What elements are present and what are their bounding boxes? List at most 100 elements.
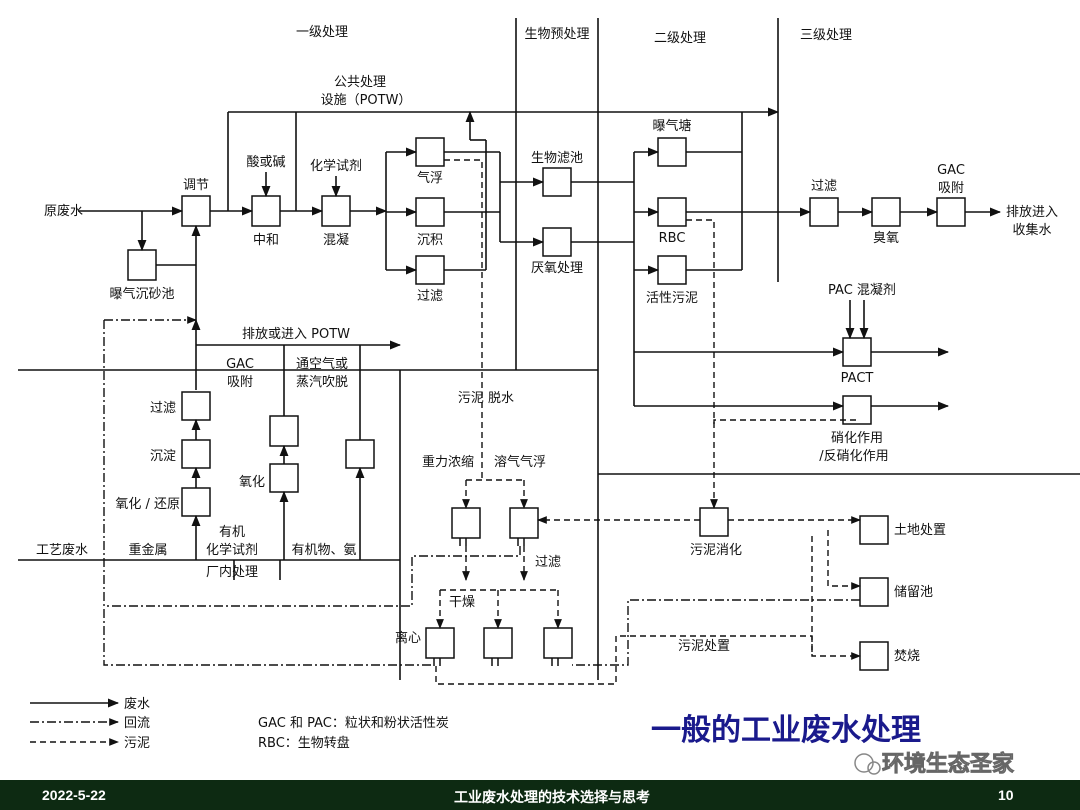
nitrification-label-2: /反硝化作用 — [819, 449, 888, 464]
sedimentation-label: 沉积 — [417, 233, 443, 248]
ozone-label: 臭氧 — [873, 231, 899, 246]
legend-recycle: 回流 — [124, 716, 150, 731]
gac-label-1: GAC — [226, 357, 254, 372]
oxidation-box — [269, 463, 299, 493]
diagram-labels: 一级处理 生物预处理 二级处理 三级处理 公共处理 设施（POTW） 原废水 调… — [36, 25, 1058, 751]
redox-box — [181, 487, 211, 517]
centrifuge1-box — [425, 627, 455, 659]
organic-label-2: 化学试剂 — [206, 542, 258, 558]
aeration-strip-label-1: 通空气或 — [296, 356, 348, 372]
equalization-box — [181, 195, 211, 227]
recycle-lines — [30, 316, 860, 726]
activated-sludge-label: 活性污泥 — [646, 291, 698, 306]
unit-boxes — [127, 137, 966, 671]
filtration-box — [415, 255, 445, 285]
process-wastewater-label: 工艺废水 — [36, 542, 88, 558]
equalization-label: 调节 — [183, 178, 209, 193]
discharge-potw-label: 排放或进入 POTW — [242, 327, 350, 342]
stage-secondary: 二级处理 — [654, 31, 706, 46]
main-title: 一般的工业废水处理 — [651, 713, 921, 748]
centrifuge3-box — [543, 627, 573, 659]
biofilter-box — [542, 167, 572, 197]
filter2-box — [181, 391, 211, 421]
gac-label-2: 吸附 — [227, 375, 253, 390]
biofilter-label: 生物滤池 — [531, 151, 583, 166]
storage-pond-label: 储留池 — [894, 585, 933, 600]
digestion-box — [699, 507, 729, 537]
in-plant-label: 厂内处理 — [206, 564, 258, 580]
sludge-disposal-label: 污泥处置 — [678, 639, 730, 654]
nitrification-box — [842, 395, 872, 425]
acid-base-label: 酸或碱 — [246, 155, 285, 170]
precipitation-box — [181, 439, 211, 469]
discharge-label-1: 排放进入 — [1006, 205, 1058, 220]
legend-sludge: 污泥 — [124, 736, 150, 751]
organic-label-1: 有机 — [219, 525, 245, 540]
neutralization-box — [251, 195, 281, 227]
stage-tertiary: 三级处理 — [800, 28, 852, 43]
chemical-reagent-label: 化学试剂 — [310, 158, 362, 174]
strip-box — [269, 415, 299, 447]
sedimentation-box — [415, 197, 445, 227]
raw-wastewater-label: 原废水 — [44, 203, 83, 219]
storage-box — [859, 577, 889, 607]
flotation-box — [415, 137, 445, 167]
pact-label: PACT — [841, 371, 874, 386]
pac-coagulant-label: PAC 混凝剂 — [828, 282, 896, 298]
watermark: 环境生态圣家 — [854, 751, 1015, 777]
pact-box — [842, 337, 872, 367]
coagulation-label: 混凝 — [323, 232, 349, 248]
organics-box — [345, 439, 375, 469]
wastewater-lines — [18, 107, 1002, 708]
rbc-label: RBC — [659, 231, 686, 246]
grit-chamber-box — [127, 249, 157, 281]
gravity-thickening-label: 重力浓缩 — [422, 454, 474, 470]
centrifuge-label: 离心 — [395, 630, 421, 646]
aeration-strip-label-2: 蒸汽吹脱 — [296, 375, 348, 390]
centrifuge2-box — [483, 627, 513, 659]
gac-box — [936, 197, 966, 227]
daf-box — [509, 507, 539, 539]
land-disposal-label: 土地处置 — [894, 523, 946, 538]
anaerobic-box — [542, 227, 572, 257]
footer-page: 10 — [998, 787, 1014, 803]
footer-bar: 2022-5-22 工业废水处理的技术选择与思考 10 — [0, 780, 1080, 810]
legend-wastewater: 废水 — [124, 696, 150, 712]
land-box — [859, 515, 889, 545]
stage-bio-pre: 生物预处理 — [524, 27, 589, 42]
neutralization-label: 中和 — [253, 233, 279, 248]
filter3-label: 过滤 — [535, 555, 561, 570]
legend-note-gac: GAC 和 PAC：粒状和粉状活性炭 — [258, 716, 449, 731]
sludge-lines — [30, 159, 861, 746]
sludge-dewatering-label: 污泥 脱水 — [458, 391, 514, 406]
discharge-label-2: 收集水 — [1012, 222, 1051, 238]
potw-label-2: 设施（POTW） — [321, 93, 412, 108]
nitrification-label-1: 硝化作用 — [831, 431, 883, 446]
tertiary-filter-label: 过滤 — [811, 179, 837, 194]
tertiary-filter-box — [809, 197, 839, 227]
aeration-pond-label: 曝气塘 — [652, 118, 691, 134]
sludge-digestion-label: 污泥消化 — [690, 543, 742, 558]
organics-ammonia-label: 有机物、氨 — [291, 543, 356, 558]
filtration-label: 过滤 — [417, 289, 443, 304]
redox-label: 氧化 / 还原 — [115, 497, 180, 512]
heavy-metals-label: 重金属 — [128, 542, 167, 558]
incineration-box — [859, 641, 889, 671]
oxidation-label: 氧化 — [239, 475, 265, 490]
flotation-label: 气浮 — [417, 170, 443, 186]
gravity-box — [451, 507, 481, 539]
daf-label: 溶气气浮 — [494, 454, 546, 470]
anaerobic-label: 厌氧处理 — [531, 261, 583, 276]
stage-primary: 一级处理 — [296, 25, 348, 40]
legend-note-rbc: RBC：生物转盘 — [258, 735, 350, 751]
rbc-box — [657, 197, 687, 227]
potw-label-1: 公共处理 — [334, 75, 386, 90]
precipitation-label: 沉淀 — [150, 449, 176, 464]
ozone-box — [871, 197, 901, 227]
footer-title: 工业废水处理的技术选择与思考 — [454, 789, 650, 805]
drying-label: 干燥 — [449, 595, 475, 610]
aeration-pond-box — [657, 137, 687, 167]
filter2-label: 过滤 — [150, 401, 176, 416]
process-flow-diagram: 一级处理 生物预处理 二级处理 三级处理 公共处理 设施（POTW） 原废水 调… — [18, 18, 1080, 777]
